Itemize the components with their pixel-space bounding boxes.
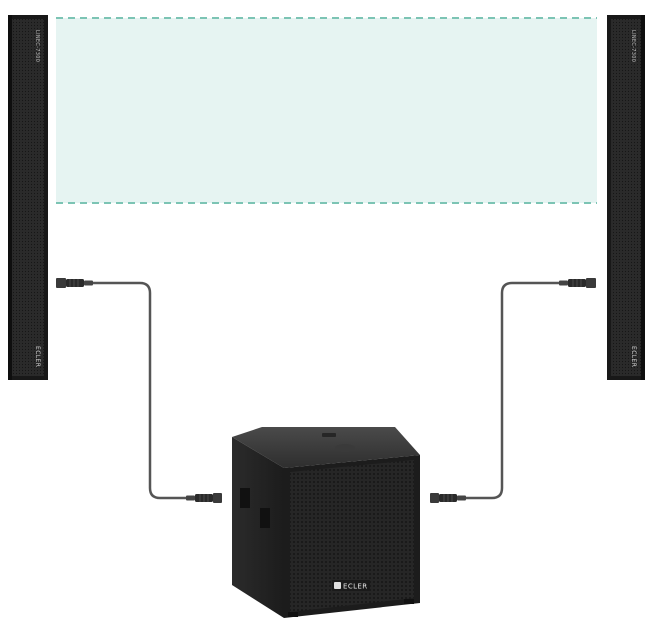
right-cable-wire	[464, 281, 560, 500]
coverage-area	[56, 17, 597, 204]
right-cable	[430, 278, 596, 503]
right-column-model-label: LINEC-7300	[630, 30, 636, 62]
right-cable-bottom-connector	[430, 493, 466, 503]
left-column-brand-logo: ECLER	[34, 346, 41, 367]
coverage-area-fill	[56, 18, 597, 203]
subwoofer-cabinet: ECLER	[232, 427, 420, 618]
subwoofer-top-face	[232, 427, 420, 468]
left-cable	[56, 278, 222, 503]
right-cable-top-connector	[559, 278, 596, 288]
subwoofer-side-handle-upper	[240, 488, 250, 508]
left-column-model-label: LINEC-7300	[34, 30, 40, 62]
left-column-speaker: LINEC-7300 ECLER	[8, 15, 48, 380]
subwoofer-brand-logo: ECLER	[343, 583, 368, 591]
left-cable-wire	[92, 281, 188, 500]
subwoofer-front-grille	[290, 460, 414, 612]
subwoofer-brand-badge	[332, 580, 370, 591]
subwoofer-side-handle-lower	[260, 508, 270, 528]
subwoofer-side-face	[232, 437, 284, 618]
right-column-brand-logo: ECLER	[630, 346, 637, 367]
left-cable-top-connector	[56, 278, 93, 288]
right-column-speaker: LINEC-7300 ECLER	[607, 15, 645, 380]
left-cable-bottom-connector	[186, 493, 222, 503]
